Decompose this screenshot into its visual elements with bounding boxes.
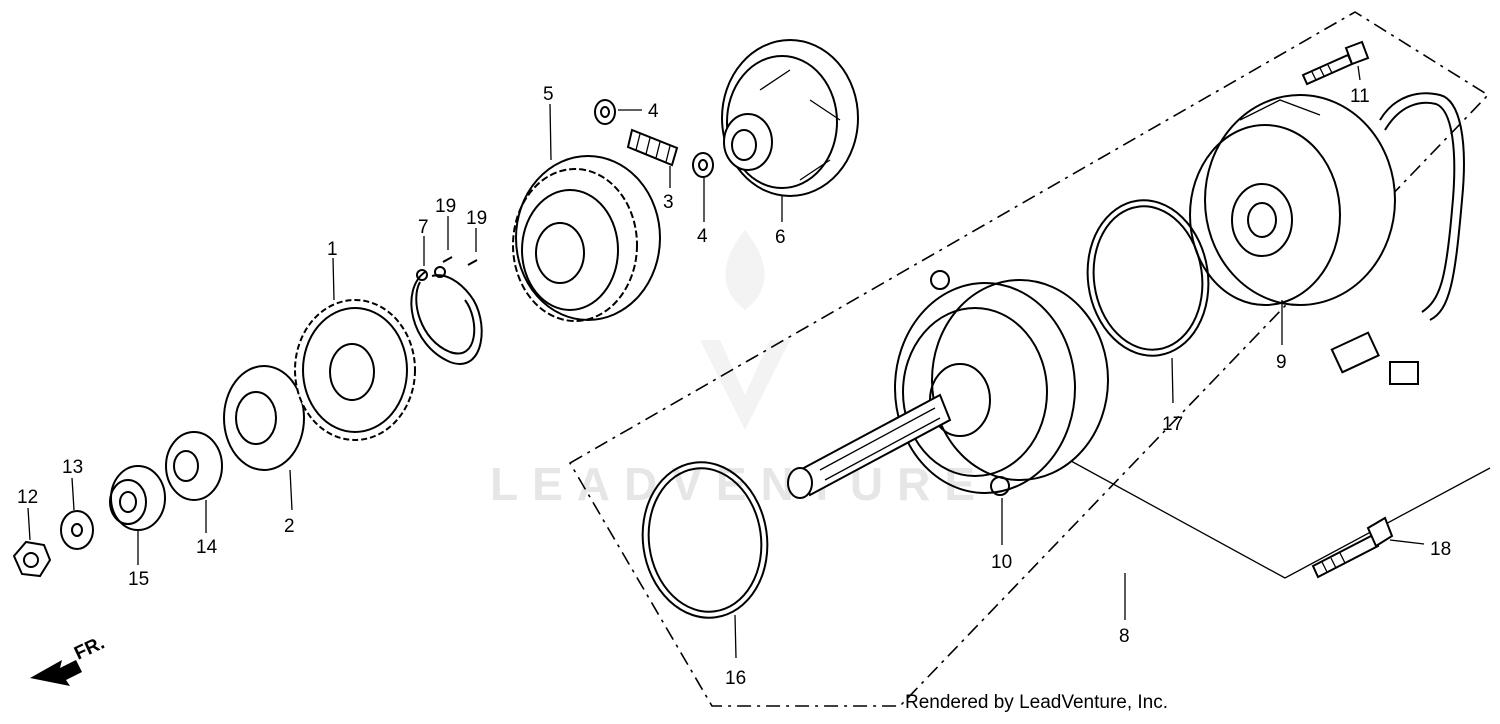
front-direction-arrow: FR. [30,633,108,686]
callout-17: 17 [1162,414,1183,435]
part-11-bolt[interactable] [1301,40,1370,86]
watermark-text: LEADVENTURE [490,458,989,510]
callout-1: 1 [327,239,338,260]
callout-19-right: 19 [466,208,487,229]
part-9-stator[interactable] [1189,92,1465,385]
credit-text: Rendered by LeadVenture, Inc. [905,692,1169,713]
part-14-collar[interactable] [165,431,223,533]
leader-line-8 [1059,454,1491,620]
watermark-logo [700,230,790,430]
part-13-washer[interactable] [60,477,94,550]
callout-18: 18 [1430,539,1451,560]
callout-14: 14 [196,537,218,558]
part-6-clutch-outer[interactable] [721,39,859,222]
callout-2: 2 [284,516,295,537]
part-18-bolt[interactable] [1311,516,1425,579]
callout-13: 13 [62,457,83,478]
part-15-bearing[interactable] [109,465,166,565]
callout-3: 3 [663,192,674,213]
part-12-nut[interactable] [12,507,52,578]
part-4-roller-top[interactable] [594,99,642,125]
part-1-sprocket[interactable] [294,257,416,441]
part-4-roller-bottom[interactable] [692,152,714,222]
callout-12: 12 [17,487,38,508]
callout-16: 16 [725,668,746,689]
callout-10: 10 [991,552,1012,573]
callout-19-left: 19 [435,196,456,217]
assembly-boundary [568,11,1490,707]
callout-4-bottom: 4 [697,226,708,247]
callout-6: 6 [775,227,786,248]
part-16-o-ring[interactable] [633,454,778,659]
callout-7: 7 [418,217,429,238]
callout-9: 9 [1276,352,1287,373]
part-10-shaft-housing[interactable] [787,270,1109,545]
callout-5: 5 [543,84,554,105]
callout-15: 15 [128,569,149,590]
callout-4-top: 4 [648,101,659,122]
part-5-clutch-gear[interactable] [512,103,661,322]
part-17-o-ring[interactable] [1078,192,1219,404]
front-label: FR. [71,633,108,665]
callout-8: 8 [1119,626,1130,647]
callout-11: 11 [1350,86,1370,107]
part-3-spring[interactable] [626,128,679,188]
part-19-pins[interactable] [442,216,478,266]
part-7-circlip[interactable] [410,236,483,365]
part-2-plate[interactable] [223,365,305,511]
